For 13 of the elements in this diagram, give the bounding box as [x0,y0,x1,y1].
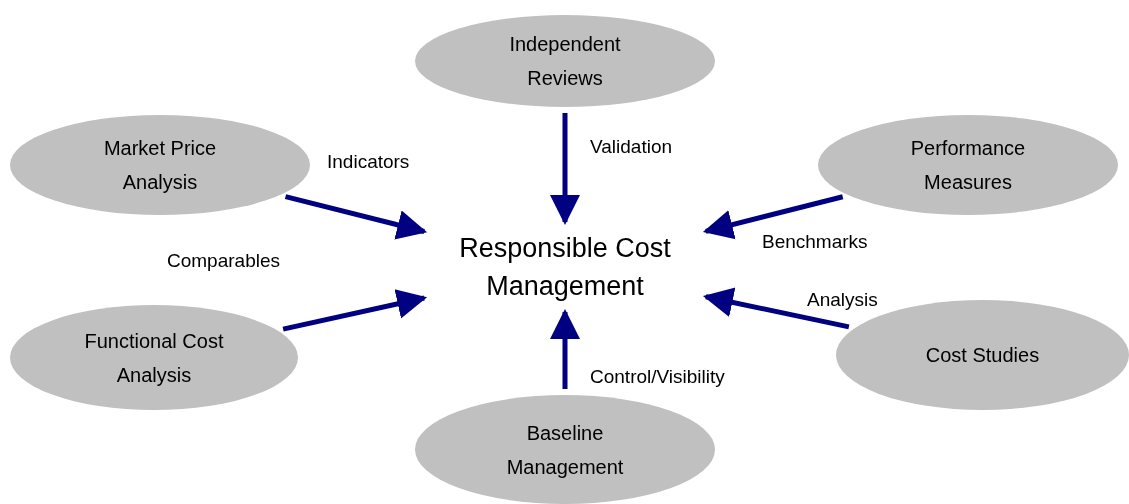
node-label: Market Price Analysis [102,136,218,195]
node-label: Functional Cost Analysis [83,328,225,388]
center-title: Responsible Cost Management [458,232,672,303]
arrow [282,289,428,332]
arrow [702,287,850,330]
arrow [284,194,428,240]
node-label: Baseline Management [505,420,625,480]
node-label: Cost Studies [924,343,1041,368]
arrow [550,113,580,225]
arrow [702,194,844,240]
arrow [550,309,580,389]
node-label: Performance Measures [909,136,1027,195]
node-label: Independent Reviews [508,32,622,91]
